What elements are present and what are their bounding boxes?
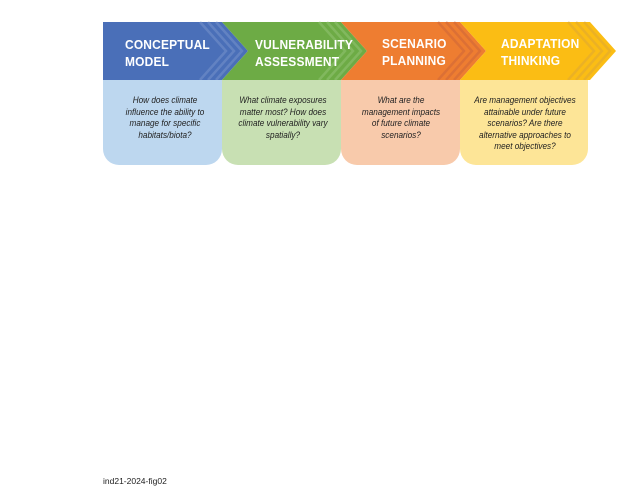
title-line: CONCEPTUAL: [125, 37, 210, 52]
title-line: THINKING: [501, 53, 561, 68]
question-box-conceptual-model: [103, 80, 222, 165]
arrow-conceptual-model: [103, 22, 248, 80]
question-text: What are the management impacts of futur…: [361, 95, 441, 140]
step-title-vulnerability-assessment: VULNERABILITY ASSESSMENT: [255, 36, 353, 70]
question-text: What climate exposures matter most? How …: [238, 95, 328, 140]
question-box-adaptation-thinking: [460, 80, 588, 165]
title-line: VULNERABILITY: [255, 37, 354, 52]
figure-caption: ind21-2024-fig02: [103, 476, 167, 486]
title-line: ADAPTATION: [501, 36, 580, 51]
question-text: Are management objectives attainable und…: [474, 95, 576, 151]
arrow-vulnerability-assessment: [222, 22, 367, 80]
question-box-scenario-planning: [341, 80, 460, 165]
chevron-stripes: [199, 21, 612, 81]
title-line: MODEL: [125, 54, 170, 69]
question-text: How does climate influence the ability t…: [125, 95, 205, 140]
step-title-adaptation-thinking: ADAPTATION THINKING: [501, 35, 579, 69]
arrow-adaptation-thinking: [460, 22, 616, 80]
title-line: ASSESSMENT: [255, 54, 340, 69]
process-arrows: [103, 21, 616, 81]
arrow-scenario-planning: [341, 22, 486, 80]
title-line: SCENARIO: [382, 36, 447, 51]
question-box-vulnerability-assessment: [222, 80, 341, 165]
step-title-scenario-planning: SCENARIO PLANNING: [382, 35, 447, 69]
title-line: PLANNING: [382, 53, 446, 68]
step-title-conceptual-model: CONCEPTUAL MODEL: [125, 36, 210, 70]
